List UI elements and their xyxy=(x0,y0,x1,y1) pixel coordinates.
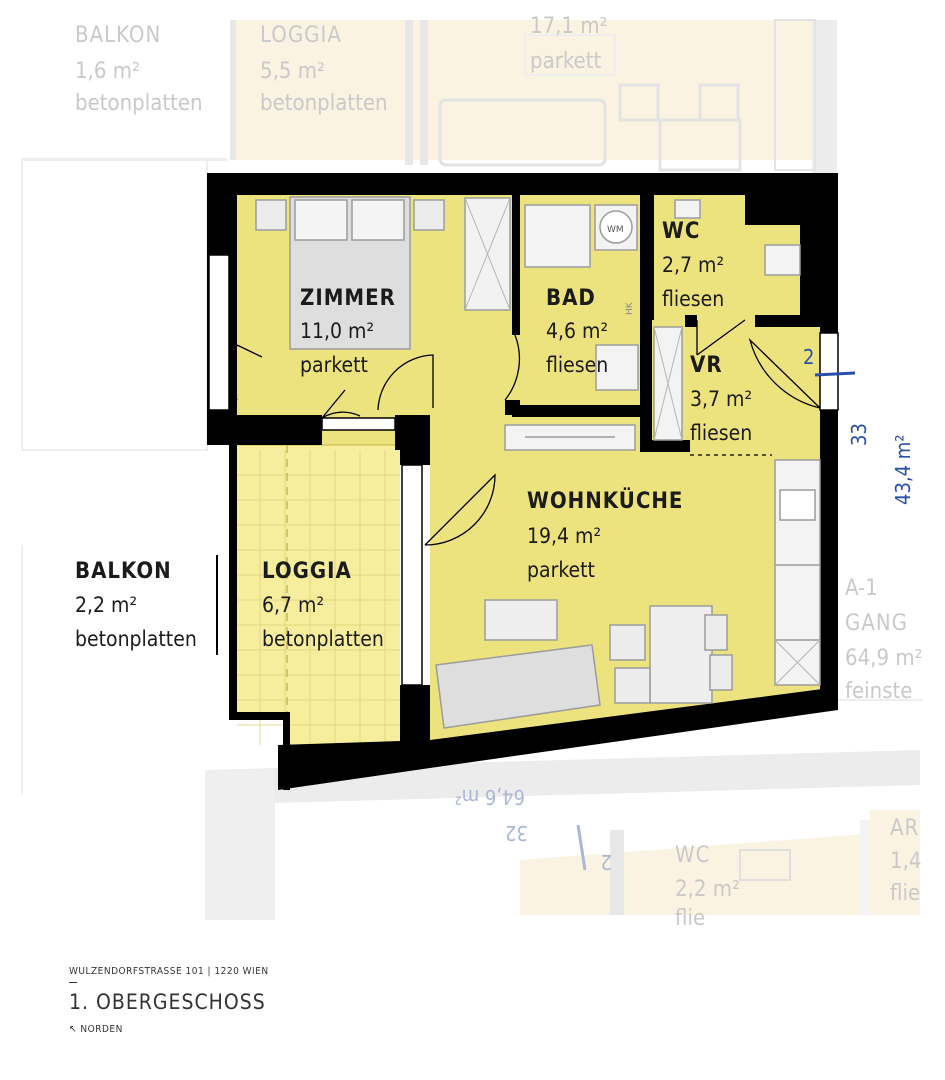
loggia-name: LOGGIA xyxy=(262,559,352,584)
neighbor-wc-floor: flie xyxy=(675,906,705,930)
shower xyxy=(524,204,591,268)
neighbor-ar-area: 1,4 xyxy=(890,849,921,874)
loggia-area: 6,7 m² xyxy=(262,593,324,617)
coffee-table xyxy=(484,599,558,641)
context-labels: BALKON 1,6 m² betonplatten LOGGIA 5,5 m²… xyxy=(75,14,923,930)
neighbor-balkon-floor: betonplatten xyxy=(75,91,203,116)
wohnkueche-floor: parkett xyxy=(527,558,595,582)
bottom-area-label: 64,6 m² xyxy=(455,785,526,809)
chair-2 xyxy=(614,667,651,704)
footer-separator xyxy=(69,982,77,983)
floor-plan: BALKON 1,6 m² betonplatten LOGGIA 5,5 m²… xyxy=(21,14,923,930)
balkon-area: 2,2 m² xyxy=(75,593,137,617)
loggia-floor: betonplatten xyxy=(262,627,384,651)
chair-4 xyxy=(709,654,733,691)
bad-floor: fliesen xyxy=(546,353,608,377)
nightstand-left xyxy=(255,199,287,231)
door-entrance-swing xyxy=(748,337,821,409)
bottom-entrance-label: 2 xyxy=(601,850,612,874)
gang-area: 64,9 m² xyxy=(845,646,923,671)
walls xyxy=(207,173,838,790)
context-layer xyxy=(21,19,923,920)
chair-1 xyxy=(609,624,646,661)
window-loggia-top xyxy=(321,417,396,431)
nightstand-right xyxy=(413,199,445,231)
entrance-door-frame xyxy=(819,332,839,411)
wc-name: WC xyxy=(662,219,700,244)
door-loggia-swing xyxy=(321,389,361,419)
neighbor-wc-name: WC xyxy=(675,843,710,868)
hk-label: HK xyxy=(625,301,635,315)
neighbor-ar-floor: flie xyxy=(890,881,920,906)
door-zimmer-swing xyxy=(377,354,434,411)
vr-name: VR xyxy=(690,353,723,378)
unit-markers: 2 33 43,4 m² xyxy=(803,345,915,505)
unit-number: 33 xyxy=(847,423,871,446)
window-zimmer xyxy=(208,254,230,411)
door-bad-swing xyxy=(504,334,521,401)
wohnkueche-name: WOHNKÜCHE xyxy=(527,488,683,514)
address-label: WULZENDORFSTRASSE 101 | 1220 WIEN xyxy=(69,966,269,977)
door-balkon-swing xyxy=(229,344,263,401)
gang-name: GANG xyxy=(845,611,908,636)
neighbor-balkon-name: BALKON xyxy=(75,23,161,48)
unit-total-area: 43,4 m² xyxy=(891,435,915,506)
entrance-number: 2 xyxy=(803,345,814,369)
north-indicator: ↖ NORDEN xyxy=(69,1024,123,1035)
bad-name: BAD xyxy=(546,286,596,311)
wohnkueche-area: 19,4 m² xyxy=(527,524,601,548)
neighbor-wc-area: 2,2 m² xyxy=(675,877,740,902)
wc-floor: fliesen xyxy=(662,287,724,311)
door-wohn-swing xyxy=(424,473,496,546)
dining-table xyxy=(649,605,713,704)
vr-area: 3,7 m² xyxy=(690,387,752,411)
neighbor-ar-name: AR xyxy=(890,816,919,841)
vr-floor: fliesen xyxy=(690,421,752,445)
gang-code: A-1 xyxy=(845,576,878,601)
zimmer-area: 11,0 m² xyxy=(300,319,374,343)
zimmer-floor: parkett xyxy=(300,353,368,377)
floor-title: 1. OBERGESCHOSS xyxy=(69,990,266,1014)
windows xyxy=(208,254,839,686)
north-arrow-icon: ↖ xyxy=(69,1024,78,1035)
doors xyxy=(229,319,821,546)
wc-basin xyxy=(674,199,701,219)
room-labels: ZIMMER 11,0 m² parkett BAD 4,6 m² fliese… xyxy=(75,219,752,651)
neighbor-room-area: 17,1 m² xyxy=(530,14,608,39)
zimmer-name: ZIMMER xyxy=(300,286,396,311)
neighbor-loggia-name: LOGGIA xyxy=(260,23,342,48)
neighbor-loggia-area: 5,5 m² xyxy=(260,59,325,84)
door-wc-swing xyxy=(696,319,746,356)
north-label: NORDEN xyxy=(80,1024,123,1035)
wc-area: 2,7 m² xyxy=(662,253,724,277)
neighbor-loggia-floor: betonplatten xyxy=(260,91,388,116)
entrance-marker-line xyxy=(814,371,856,377)
bad-area: 4,6 m² xyxy=(546,319,608,343)
neighbor-balkon-area: 1,6 m² xyxy=(75,59,140,84)
balkon-floor: betonplatten xyxy=(75,627,197,651)
chair-3 xyxy=(704,614,728,651)
bottom-entrance-line xyxy=(576,824,587,871)
bad-sink xyxy=(595,344,639,391)
sofa xyxy=(435,644,601,729)
neighbor-room-floor: parkett xyxy=(530,49,601,74)
gang-floor: feinste xyxy=(845,679,912,704)
balkon-name: BALKON xyxy=(75,559,172,584)
furniture: WM HK xyxy=(255,196,821,729)
window-wohn xyxy=(401,464,423,686)
wm-label: WM xyxy=(607,225,624,235)
wc-toilet xyxy=(764,244,801,276)
bottom-number-label: 32 xyxy=(505,821,528,845)
